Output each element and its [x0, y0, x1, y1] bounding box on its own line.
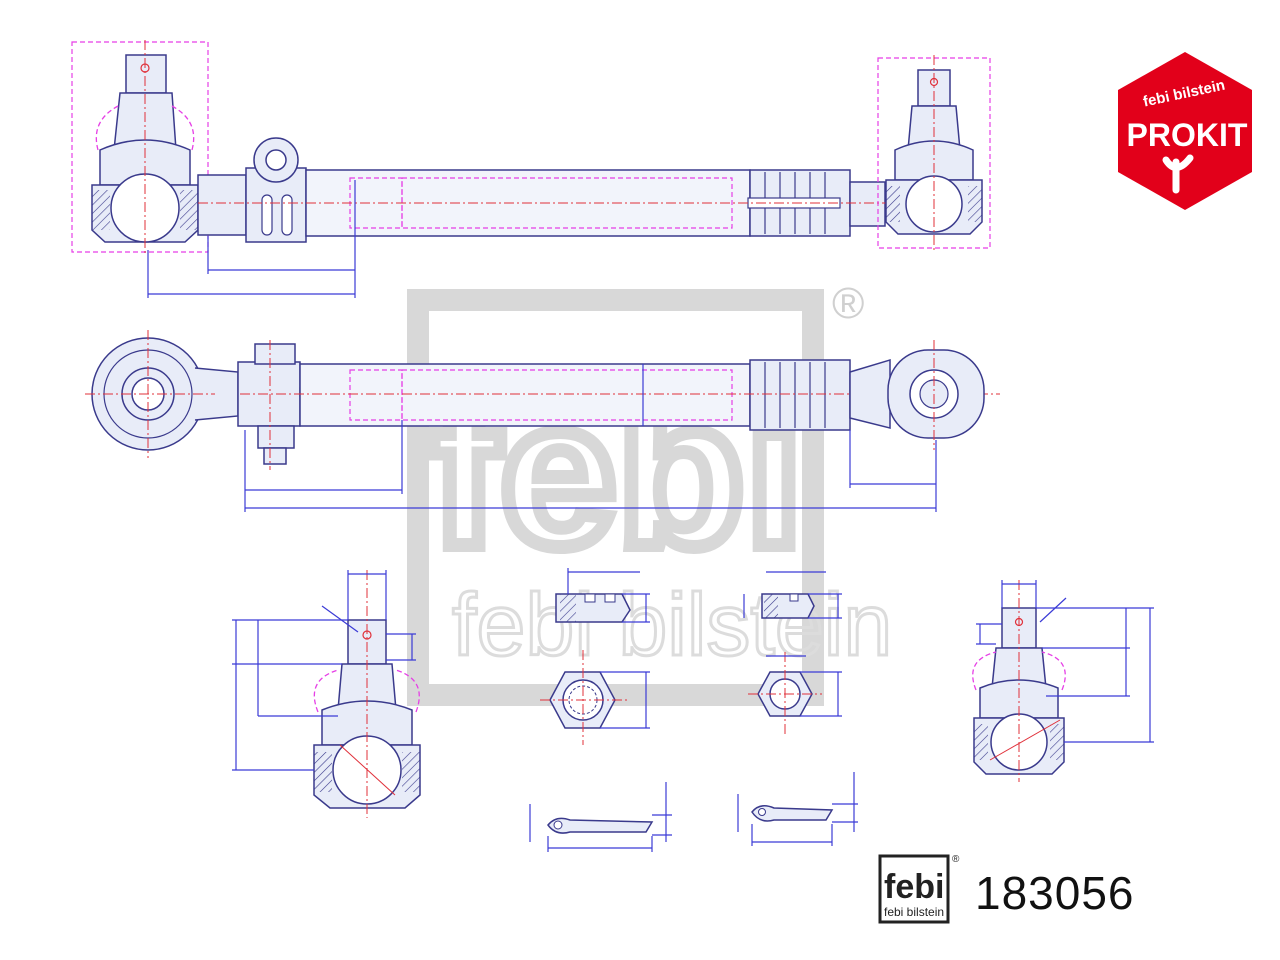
febi-small-logo: febi febi bilstein ® [878, 854, 960, 924]
prokit-badge: febi bilstein PROKIT [1118, 52, 1252, 210]
left-eye-top [85, 330, 239, 458]
ball-joint-right [972, 580, 1154, 782]
left-ball-joint-side [71, 40, 209, 255]
tie-rod-tube-side [197, 137, 900, 243]
badge-prokit-text: PROKIT [1127, 117, 1248, 153]
ball-joint-left [232, 570, 421, 818]
svg-text:febi: febi [884, 868, 944, 906]
small-logo-brand-text: febi bilstein [884, 905, 944, 919]
cotter-pin-left [529, 782, 672, 852]
wrench-icon [1162, 154, 1194, 194]
castle-nut-small [743, 571, 842, 736]
part-number: 183056 [975, 867, 1135, 919]
tie-rod-side-view [71, 40, 991, 298]
right-eye-top [849, 340, 985, 450]
castle-nut-large [540, 568, 650, 745]
badge-hexagon [1118, 52, 1252, 210]
cotter-pin-right [737, 772, 858, 846]
clamp-top [237, 340, 319, 470]
top-view-dimensions [244, 364, 937, 512]
svg-text:®: ® [952, 854, 960, 865]
side-view-dimensions [147, 180, 356, 298]
watermark-brand-text: febi bilstein [452, 575, 892, 674]
tube-top [240, 359, 1000, 431]
registered-mark: ® [832, 279, 864, 328]
right-ball-joint-side [877, 55, 991, 250]
febi-watermark-logo: febi febi bilstein ® [407, 279, 894, 706]
tie-rod-top-view [85, 330, 1000, 512]
